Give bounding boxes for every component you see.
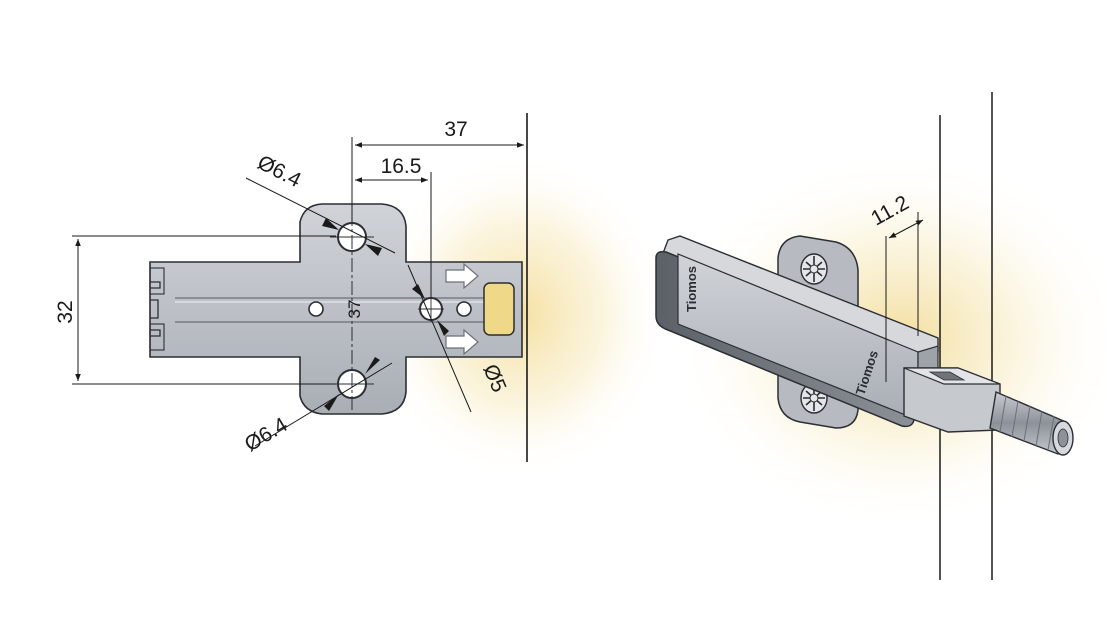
brand-label-top: Tiomos (684, 266, 699, 312)
plate-left-notches (150, 281, 161, 337)
small-hole-left (308, 301, 324, 317)
perspective-view: Tiomos Tiomos 11.2 (655, 92, 1107, 580)
piston-rib-4 (1035, 410, 1043, 447)
dim-total-width-label: 37 (444, 118, 467, 141)
dim-height-label: 32 (54, 300, 77, 323)
plate-left-tab-top (149, 267, 165, 295)
leader-arrow-bottom-a (324, 394, 339, 411)
leader-mount-hole-top (245, 177, 396, 254)
piston-housing-slot (928, 371, 966, 381)
leader-arrow-center-b (437, 320, 449, 336)
light-window (483, 282, 515, 336)
front-view: 37 16.5 32 37 Ø6.4 Ø6.4 Ø5 (54, 113, 670, 480)
dim-mount-hole-bottom-label: Ø6.4 (241, 413, 292, 456)
piston-rib-5 (1047, 415, 1055, 451)
piston-rod (989, 391, 1067, 455)
dim-body-label: 37 (345, 300, 364, 319)
direction-arrow-top-icon (445, 262, 479, 290)
leader-arrow-center-a (412, 284, 425, 299)
direction-arrow-bottom-icon (445, 328, 479, 356)
screw-top-icon (800, 253, 828, 285)
plate-left-tab-bottom (149, 323, 165, 351)
dim-hole-offset-label: 16.5 (381, 155, 422, 178)
leader-arrow-top-b (365, 244, 382, 256)
leader-arrow-bottom-b (365, 357, 380, 374)
piston-tip-inner (1057, 428, 1069, 448)
small-hole-right (456, 301, 472, 317)
piston-rib-2 (1011, 400, 1019, 438)
leader-arrow-top-a (322, 218, 339, 230)
piston-rib-1 (999, 395, 1007, 433)
leader-mount-hole-bottom (254, 362, 393, 447)
dim-line-protrusion (888, 219, 924, 239)
damper-mounting-plate (149, 203, 523, 415)
piston-rib-3 (1023, 405, 1031, 442)
